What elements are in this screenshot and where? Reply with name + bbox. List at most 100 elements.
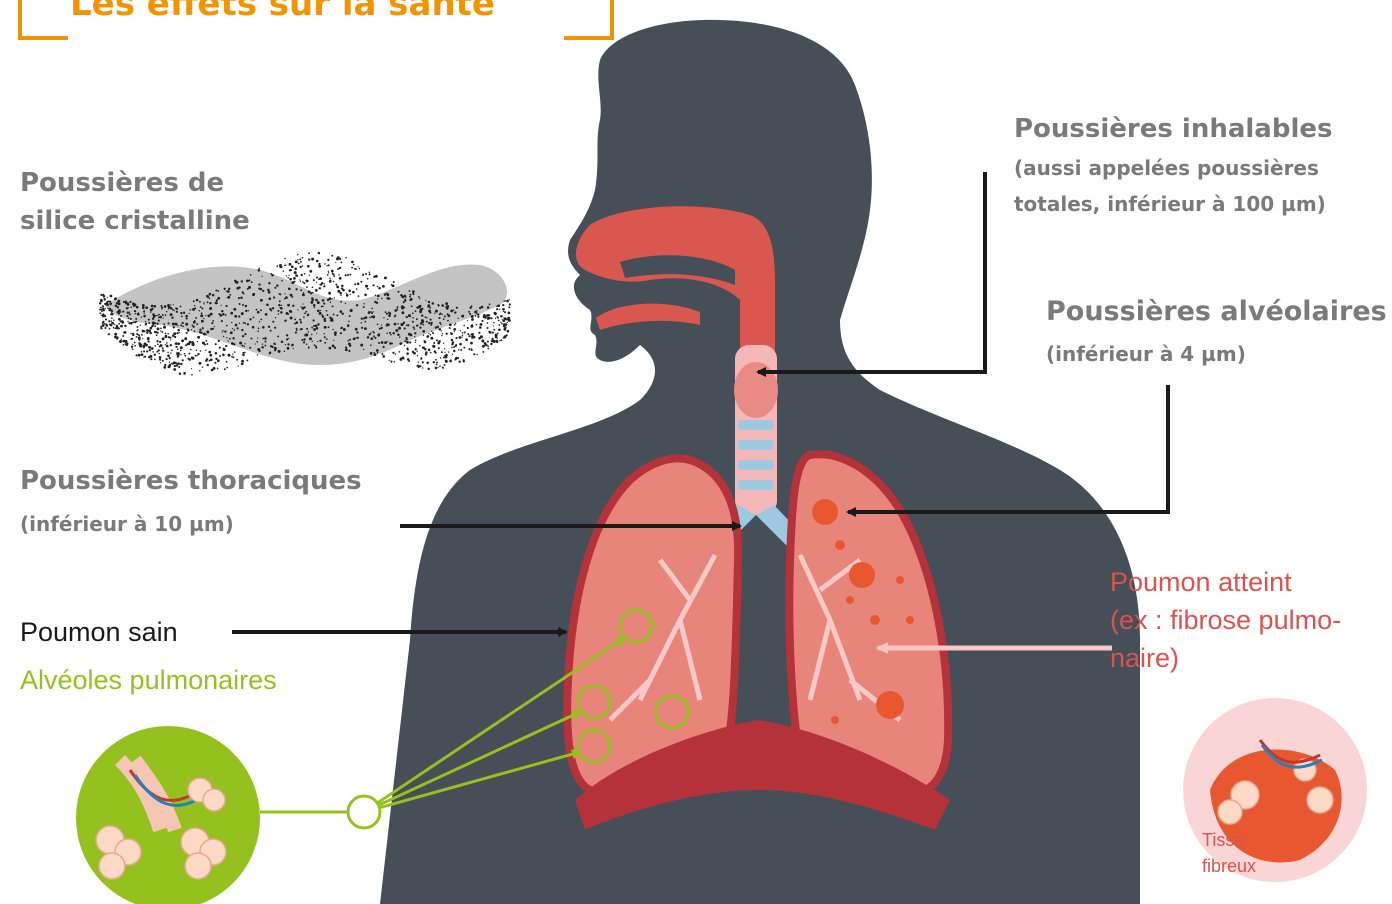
dust-particle <box>100 327 102 329</box>
alveoli-detail-circle <box>76 726 260 904</box>
dust-particle <box>206 364 208 366</box>
dust-particle <box>315 347 317 349</box>
header-title: Les effets sur la santé <box>70 0 495 24</box>
dust-particle <box>367 288 369 290</box>
dust-particle <box>119 320 121 322</box>
dust-particle <box>134 345 136 347</box>
dust-particle <box>331 255 333 257</box>
dust-particle <box>132 348 134 350</box>
dust-particle <box>158 320 160 322</box>
dust-particle <box>317 301 320 304</box>
dust-particle <box>328 292 331 295</box>
dust-particle <box>400 357 402 359</box>
dust-particle <box>222 313 225 316</box>
dust-particle <box>324 263 326 265</box>
dust-particle <box>334 297 335 298</box>
dust-particle <box>197 341 198 342</box>
dust-particle <box>191 357 194 360</box>
dust-particle <box>348 290 351 293</box>
dust-particle <box>472 336 475 339</box>
inhalable-title: Poussières inhalables <box>1014 114 1332 145</box>
dust-particle <box>309 275 310 276</box>
dust-particle <box>447 320 449 322</box>
dust-particle <box>454 331 455 332</box>
dust-particle <box>105 324 108 327</box>
dust-particle <box>128 317 130 319</box>
dust-particle <box>218 313 220 315</box>
dust-particle <box>346 293 347 294</box>
dust-particle <box>159 345 161 347</box>
dust-particle <box>257 348 260 351</box>
dust-particle <box>185 344 187 346</box>
dust-particle <box>217 303 218 304</box>
dust-particle <box>315 289 318 292</box>
dust-particle <box>138 338 140 340</box>
dust-particle <box>340 332 342 334</box>
dust-particle <box>491 340 494 343</box>
dust-particle <box>300 261 302 263</box>
dust-particle <box>123 301 125 303</box>
dust-particle <box>177 342 180 345</box>
affected-lung-line2: (ex : fibrose pulmo- <box>1110 604 1341 636</box>
dust-particle <box>343 328 346 331</box>
dust-particle <box>110 295 113 298</box>
dust-particle <box>412 290 415 293</box>
dust-particle <box>371 337 374 340</box>
dust-particle <box>383 317 384 318</box>
dust-particle <box>136 306 139 309</box>
dust-particle <box>108 333 110 335</box>
dust-particle <box>227 340 228 341</box>
dust-particle <box>401 323 403 325</box>
dust-particle <box>345 348 348 351</box>
dust-particle <box>369 273 371 275</box>
dust-particle <box>424 340 425 341</box>
dust-particle <box>239 342 242 345</box>
dust-particle <box>403 301 405 303</box>
dust-particle <box>274 287 276 289</box>
dust-particle <box>169 361 170 362</box>
dust-particle <box>355 328 358 331</box>
dust-particle <box>493 329 495 331</box>
dust-particle <box>499 340 500 341</box>
dust-particle <box>492 332 494 334</box>
dust-particle <box>435 367 438 370</box>
dust-particle <box>106 302 108 304</box>
dust-particle <box>361 327 363 329</box>
dust-particle <box>163 326 166 329</box>
dust-particle <box>173 304 174 305</box>
dust-particle <box>286 338 288 340</box>
dust-particle <box>287 347 290 350</box>
dust-particle <box>312 286 314 288</box>
dust-particle <box>501 339 503 341</box>
dust-particle <box>357 266 358 267</box>
dust-particle <box>118 323 120 325</box>
dust-particle <box>318 263 320 265</box>
dust-particle <box>293 348 294 349</box>
dust-particle <box>495 334 498 337</box>
dust-particle <box>448 351 449 352</box>
dust-particle <box>308 252 310 254</box>
dust-particle <box>426 317 427 318</box>
dust-particle <box>301 274 303 276</box>
dust-particle <box>430 334 432 336</box>
dust-particle <box>437 367 438 368</box>
dust-particle <box>467 327 469 329</box>
crystalline-label-line2: silice cristalline <box>20 206 250 237</box>
dust-particle <box>242 304 244 306</box>
dust-particle <box>373 276 375 278</box>
dust-particle <box>287 343 289 345</box>
dust-particle <box>332 345 335 348</box>
dust-particle <box>481 320 483 322</box>
dust-particle <box>386 324 388 326</box>
dust-particle <box>104 323 106 325</box>
dust-particle <box>136 336 138 338</box>
dust-particle <box>289 263 292 266</box>
dust-particle <box>154 354 156 356</box>
dust-particle <box>134 342 136 344</box>
dust-particle <box>290 294 293 297</box>
dust-particle <box>358 295 360 297</box>
dust-particle <box>162 314 164 316</box>
dust-particle <box>315 324 318 327</box>
dust-particle <box>363 317 365 319</box>
dust-particle <box>333 314 335 316</box>
